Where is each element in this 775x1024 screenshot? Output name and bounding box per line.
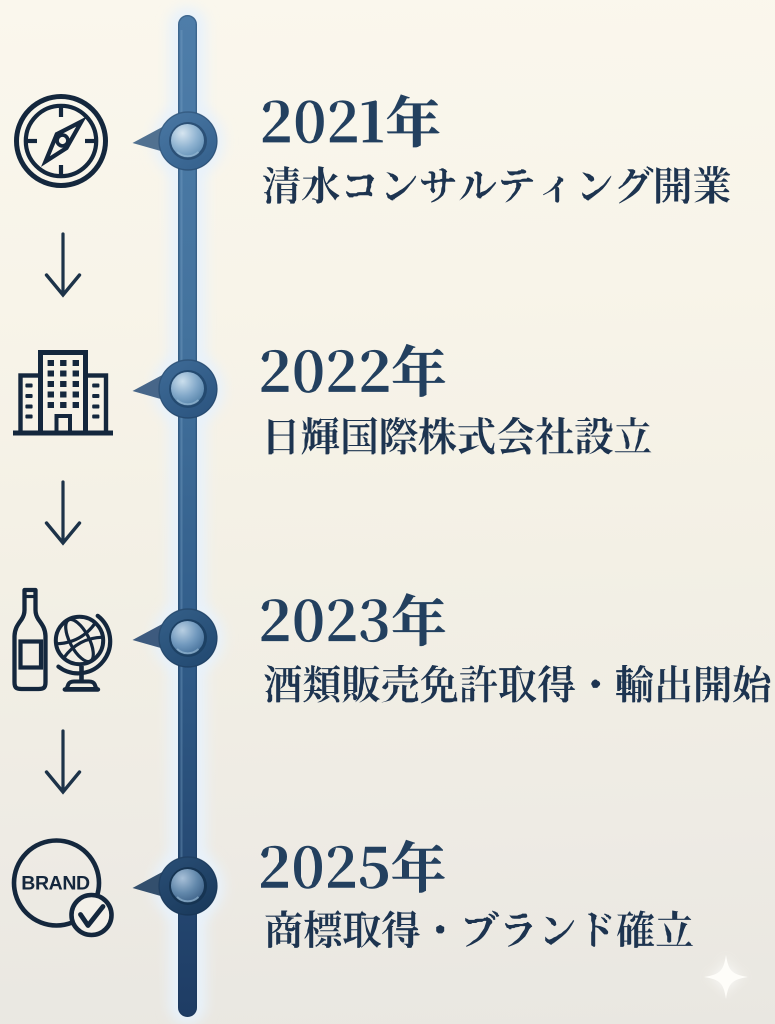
svg-text:BRAND: BRAND: [21, 873, 90, 895]
